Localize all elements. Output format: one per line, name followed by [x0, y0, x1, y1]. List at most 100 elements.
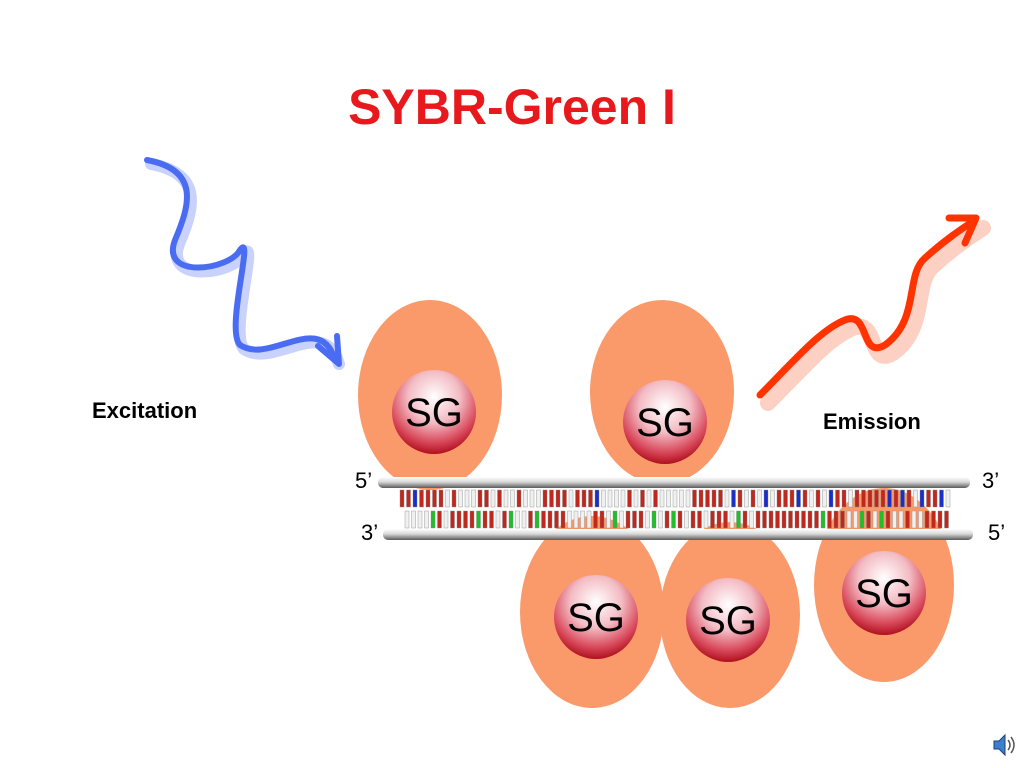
base-pair-tick [874, 489, 879, 508]
base-pair-tick [489, 510, 494, 529]
base-pair-tick [671, 510, 676, 529]
dye-label: SG [855, 572, 913, 616]
dye-core [623, 380, 707, 464]
base-pair-tick [775, 510, 780, 529]
dye-molecule: SG [660, 522, 800, 708]
base-pair-tick [729, 510, 735, 529]
base-pair-tick [495, 510, 501, 529]
base-pair-tick [516, 489, 522, 508]
base-pair-tick [450, 510, 455, 529]
base-pair-tick [645, 510, 650, 529]
base-pair-tick [770, 489, 775, 508]
base-pair-tick [406, 489, 411, 508]
base-pair-tick [638, 510, 644, 529]
base-pair-tick [484, 489, 489, 508]
base-pair-tick [749, 510, 754, 529]
base-pair-tick [762, 510, 767, 529]
base-pair-tick [750, 489, 756, 508]
base-pair-tick [892, 510, 897, 529]
base-pair-tick [653, 489, 658, 508]
base-pair-tick [716, 510, 722, 529]
base-pair-tick [885, 510, 891, 529]
base-pair-tick [703, 510, 709, 529]
dye-label: SG [636, 401, 694, 445]
base-pair-tick [724, 489, 730, 508]
base-pair-tick [594, 489, 600, 508]
base-pair-tick [822, 489, 827, 508]
base-pair-tick [555, 489, 561, 508]
base-pair-tick [633, 489, 639, 508]
base-pair-tick [528, 510, 533, 529]
base-pair-tick [523, 489, 528, 508]
base-pair-tick [614, 489, 619, 508]
base-pair-tick [710, 510, 715, 529]
base-pair-tick [547, 510, 553, 529]
base-pair-tick [620, 489, 626, 508]
base-pair-tick [861, 489, 866, 508]
base-pair-tick [430, 510, 436, 529]
base-pair-tick [918, 510, 923, 529]
base-pair-tick [768, 510, 774, 529]
base-pair-tick [705, 489, 710, 508]
base-pair-tick [581, 489, 587, 508]
base-pair-tick [814, 510, 819, 529]
base-pair-tick [601, 489, 606, 508]
base-pair-tick [906, 489, 912, 508]
base-pair-tick [698, 489, 704, 508]
top-strand-left-end-label: 5’ [355, 468, 372, 493]
base-pair-tick [827, 510, 832, 529]
excitation-wave [144, 157, 345, 370]
base-pair-tick [794, 510, 800, 529]
base-pair-tick [737, 489, 743, 508]
base-pair-tick [588, 489, 593, 508]
base-pair-tick [781, 510, 787, 529]
base-pair-tick [900, 489, 905, 508]
dna-double-strand [378, 477, 973, 540]
bottom-strand-left-end-label: 3’ [361, 520, 378, 545]
base-pair-tick [866, 510, 871, 529]
base-pair-tick [820, 510, 826, 529]
base-pair-tick [684, 510, 689, 529]
base-pair-tick [562, 489, 567, 508]
base-pair-tick [690, 510, 696, 529]
bottom-strand-bases [404, 510, 949, 529]
base-pair-tick [432, 489, 437, 508]
base-pair-tick [534, 510, 540, 529]
base-pair-tick [425, 489, 431, 508]
base-pair-tick [840, 510, 845, 529]
base-pair-tick [788, 510, 793, 529]
base-pair-tick [763, 489, 769, 508]
base-pair-tick [404, 510, 410, 529]
base-pair-tick [651, 510, 657, 529]
base-pair-tick [718, 489, 723, 508]
base-pair-tick [573, 510, 579, 529]
base-pair-tick [893, 489, 899, 508]
base-pair-tick [456, 510, 462, 529]
dye-label: SG [567, 596, 625, 640]
emission-wave [756, 214, 991, 411]
base-pair-tick [776, 489, 782, 508]
base-pair-tick [502, 510, 507, 529]
base-pair-tick [848, 489, 853, 508]
base-pair-tick [443, 510, 449, 529]
base-pair-tick [853, 510, 858, 529]
base-pair-tick [640, 489, 645, 508]
base-pair-tick [412, 489, 418, 508]
dye-molecule: SG [358, 300, 502, 490]
base-pair-tick [536, 489, 541, 508]
speaker-icon[interactable] [990, 730, 1020, 760]
base-pair-tick [515, 510, 520, 529]
bottom-strand-right-end-label: 5’ [988, 520, 1005, 545]
base-pair-tick [419, 489, 424, 508]
base-pair-tick [508, 510, 514, 529]
base-pair-tick [619, 510, 624, 529]
base-pair-tick [846, 510, 852, 529]
base-pair-tick [937, 510, 943, 529]
base-pair-tick [599, 510, 605, 529]
base-pair-tick [469, 510, 475, 529]
base-pair-tick [731, 489, 736, 508]
base-pair-tick [744, 489, 749, 508]
emission-label: Emission [823, 409, 921, 434]
base-pair-tick [879, 510, 884, 529]
